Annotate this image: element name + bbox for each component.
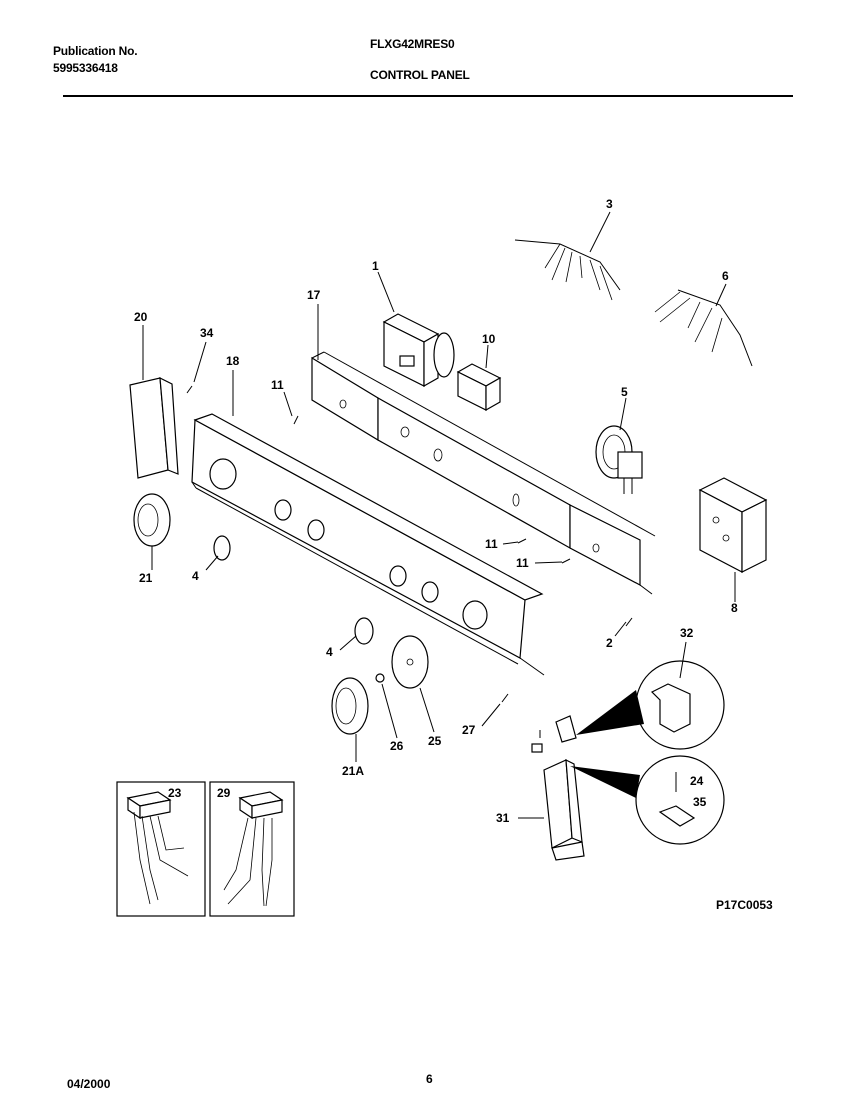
header-rule <box>63 95 793 97</box>
harness-connector-23 <box>126 791 189 905</box>
clip-detail <box>650 683 691 733</box>
knob-part-2 <box>331 677 369 735</box>
detail-pointer <box>576 690 644 735</box>
callout-3: 3 <box>606 197 613 211</box>
callout-18: 18 <box>226 354 240 368</box>
callout-35: 35 <box>693 795 707 809</box>
callout-21a: 21A <box>342 764 364 778</box>
wire-harness-part-2 <box>654 289 753 367</box>
harness-connector-29 <box>223 791 284 907</box>
timer-part <box>382 313 455 388</box>
callout-5: 5 <box>621 385 628 399</box>
bracket-detail <box>658 772 696 827</box>
page-number: 6 <box>426 1072 433 1086</box>
selector-switch-part <box>595 425 643 494</box>
figure-reference: P17C0053 <box>716 898 773 912</box>
callout-8: 8 <box>731 601 738 615</box>
wire-harness-part <box>514 239 621 301</box>
leader-lines <box>142 211 736 819</box>
callout-2: 2 <box>606 636 613 650</box>
callout-4-right: 4 <box>326 645 333 659</box>
section-title: CONTROL PANEL <box>370 68 470 82</box>
callout-23: 23 <box>168 786 182 800</box>
callout-17: 17 <box>307 288 321 302</box>
callout-11-top: 11 <box>271 378 284 392</box>
knob-part <box>133 493 171 547</box>
control-panel-part <box>191 413 545 676</box>
callout-21: 21 <box>139 571 153 585</box>
callout-11-mid: 11 <box>485 537 498 551</box>
callout-24: 24 <box>690 774 704 788</box>
module-part <box>698 477 768 573</box>
callout-31: 31 <box>496 811 510 825</box>
callout-27: 27 <box>462 723 476 737</box>
lower-bracket-part <box>531 715 585 861</box>
publication-number: 5995336418 <box>53 61 118 75</box>
side-bracket-part <box>129 376 179 479</box>
rear-bracket-part <box>311 351 656 595</box>
screw-parts <box>186 385 633 738</box>
callout-29: 29 <box>217 786 231 800</box>
callout-6: 6 <box>722 269 729 283</box>
model-number: FLXG42MRES0 <box>370 37 455 51</box>
callout-34: 34 <box>200 326 214 340</box>
callout-11-low: 11 <box>516 556 529 570</box>
callout-25: 25 <box>428 734 442 748</box>
detail-circle-2 <box>635 755 725 845</box>
callout-26: 26 <box>390 739 404 753</box>
switch-part <box>456 363 502 412</box>
detail-pointer-2 <box>570 766 640 798</box>
callout-4-left: 4 <box>192 569 199 583</box>
washer-part <box>375 673 385 683</box>
callout-10: 10 <box>482 332 496 346</box>
callout-20: 20 <box>134 310 148 324</box>
publication-label: Publication No. <box>53 44 138 58</box>
callout-1: 1 <box>372 259 379 273</box>
dial-part <box>391 635 429 689</box>
footer-date: 04/2000 <box>67 1077 111 1091</box>
small-knob-part <box>213 535 374 645</box>
callout-32: 32 <box>680 626 694 640</box>
